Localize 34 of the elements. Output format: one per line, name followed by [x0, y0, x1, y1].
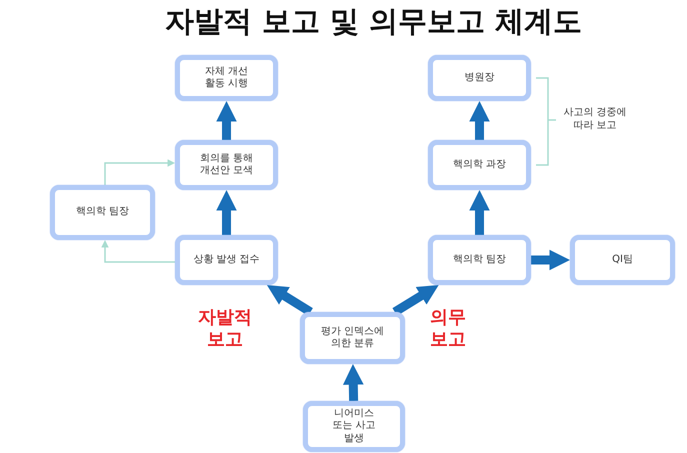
- arrow: [104, 159, 176, 185]
- block-arrow: [266, 284, 313, 316]
- box-label: 병원장: [464, 72, 494, 84]
- process-box: [300, 312, 405, 364]
- block-arrow: [392, 285, 439, 316]
- block-arrow: [469, 190, 490, 235]
- box-label: 자체 개선 활동 시행: [204, 66, 250, 90]
- block-arrow: [216, 101, 237, 140]
- box-label: 핵의학 팀장: [452, 254, 506, 266]
- arrow: [101, 240, 175, 263]
- report-type-label: 의무 보고: [429, 307, 467, 350]
- process-box: [570, 235, 675, 285]
- box-label: 평가 인덱스에 의한 분류: [320, 326, 386, 350]
- title: 자발적 보고 및 의무보고 체계도: [164, 3, 584, 40]
- box-label: 핵의학 팀장: [76, 206, 130, 219]
- box-label: 니어미스 또는 사고발생: [331, 408, 377, 446]
- box-label: 회의를 통해 개선안 모색: [198, 152, 254, 178]
- box-label: 핵의학 과장: [452, 158, 506, 172]
- process-box: [175, 235, 278, 285]
- process-box: [175, 55, 278, 101]
- process-box: [303, 401, 405, 452]
- process-box: [428, 235, 531, 285]
- report-type-label: 자발적 보고: [197, 307, 253, 350]
- process-box: [50, 185, 155, 240]
- process-box: [428, 140, 531, 190]
- box-label: QI팀: [612, 254, 633, 266]
- block-arrow: [216, 190, 237, 235]
- block-arrow: [469, 101, 490, 140]
- box-label: 상황 발생 접수: [193, 254, 260, 266]
- process-box: [428, 55, 531, 101]
- block-arrow: [342, 364, 364, 402]
- process-box: [175, 140, 278, 190]
- block-arrow: [531, 250, 570, 270]
- bracket-note: 사고의 경중에 따라 보고: [562, 106, 628, 132]
